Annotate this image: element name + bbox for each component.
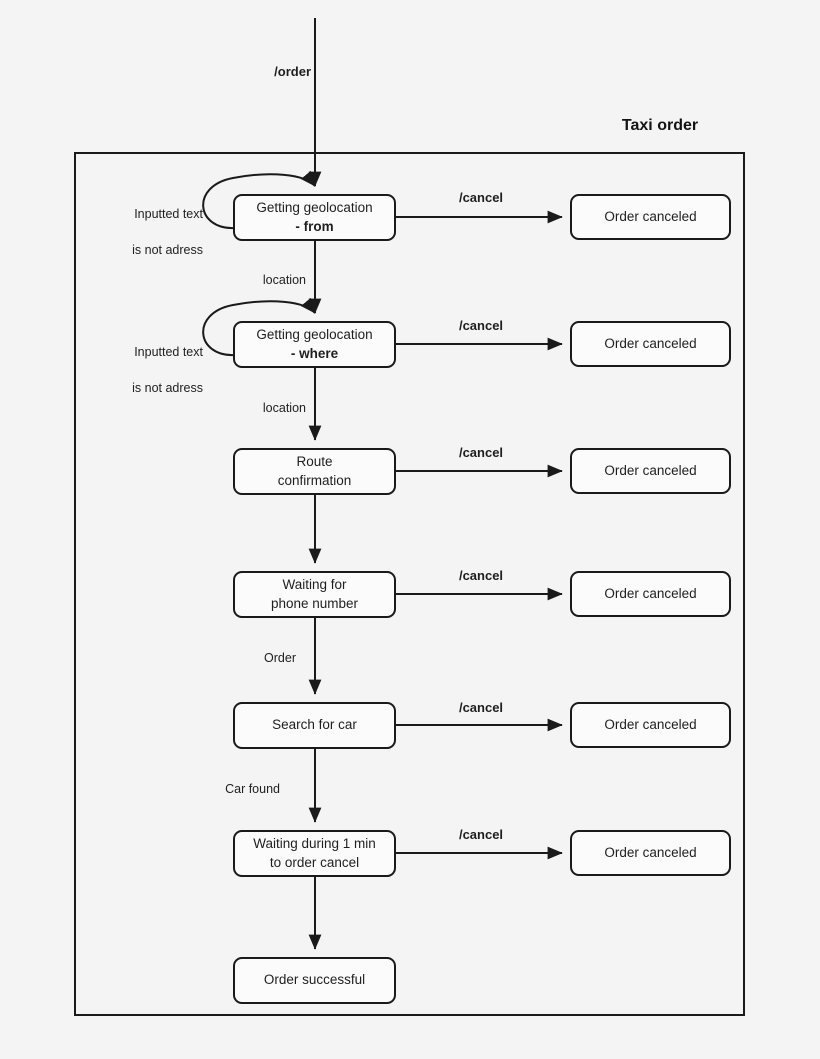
state-label: Order canceled [604,335,697,351]
edge-label-order: Order [264,651,296,665]
state-node-order-canceled-3[interactable]: Order canceled [570,448,731,494]
state-node-order-canceled-5[interactable]: Order canceled [570,702,731,748]
state-node-waiting-phone[interactable]: Waiting for phone number [233,571,396,618]
edge-label-car-found: Car found [225,782,280,796]
edge-label-self-loop-2: Inputted text is not adress [118,325,203,416]
state-node-geo-where[interactable]: Getting geolocation - where [233,321,396,368]
state-node-geo-from[interactable]: Getting geolocation - from [233,194,396,241]
edge-label-self-loop-1: Inputted text is not adress [118,187,203,278]
state-label: Order canceled [604,844,697,860]
state-label: Order canceled [604,462,697,478]
state-node-order-canceled-2[interactable]: Order canceled [570,321,731,367]
state-label-line2: - from [295,218,334,234]
self-loop-label-line2: is not adress [132,243,203,258]
edge-label-cancel-4: /cancel [458,568,504,583]
edge-label-cancel-5: /cancel [458,700,504,715]
state-label-line1: Route [296,454,333,470]
state-label: Order canceled [604,208,697,224]
state-node-waiting-1min[interactable]: Waiting during 1 min to order cancel [233,830,396,877]
edge-label-cancel-3: /cancel [458,445,504,460]
state-node-order-canceled-1[interactable]: Order canceled [570,194,731,240]
self-loop-label-line1: Inputted text [134,207,203,222]
state-label-line1: Getting geolocation [256,327,373,343]
state-label-line1: Waiting for [282,577,347,593]
edge-label-cancel-2: /cancel [458,318,504,333]
edge-label-cancel-6: /cancel [458,827,504,842]
diagram-title: Taxi order [621,117,699,134]
state-label-line2: - where [290,345,339,361]
state-label-line2: phone number [270,595,359,611]
state-node-route-confirmation[interactable]: Route confirmation [233,448,396,495]
state-node-order-canceled-6[interactable]: Order canceled [570,830,731,876]
state-label-line1: Getting geolocation [256,200,373,216]
self-loop-label-line1: Inputted text [134,345,203,360]
entry-label: /order [274,64,311,79]
edge-label-location-2: location [262,401,306,415]
state-label: Order canceled [604,716,697,732]
state-label-line1: Order successful [263,972,366,988]
state-label-line1: Search for car [272,717,357,733]
state-label-line1: Waiting during 1 min [253,836,376,852]
state-node-order-canceled-4[interactable]: Order canceled [570,571,731,617]
edge-label-cancel-1: /cancel [458,190,504,205]
edge-label-location-1: location [262,273,306,287]
state-label-line2: to order cancel [269,854,360,870]
state-label: Order canceled [604,585,697,601]
state-node-search-car[interactable]: Search for car [233,702,396,749]
state-node-order-successful[interactable]: Order successful [233,957,396,1004]
taxi-order-container [74,152,745,1016]
self-loop-label-line2: is not adress [132,381,203,396]
state-label-line2: confirmation [277,472,352,488]
